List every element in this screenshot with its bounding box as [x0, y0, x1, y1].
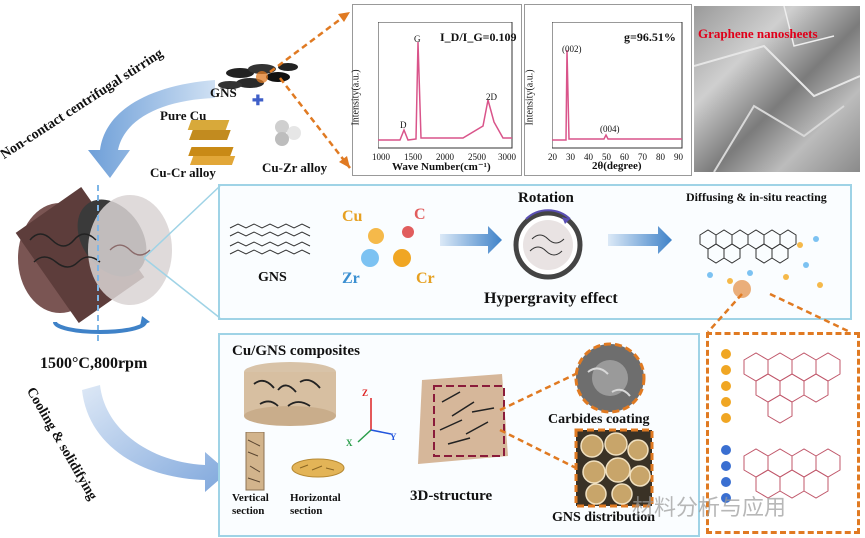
diffusing-label: Diffusing & in-situ reacting [686, 190, 827, 204]
xrd-tick: 60 [620, 152, 629, 162]
reaction-zoom-lines [707, 292, 851, 334]
3d-structure-icon [418, 374, 508, 464]
watermark: 材料分析与应用 [632, 496, 787, 521]
xrd-tick: 90 [674, 152, 683, 162]
xrd-tick: 30 [566, 152, 575, 162]
distribution-label: GNS distribution [552, 510, 656, 525]
composites-title: Cu/GNS composites [232, 343, 360, 359]
raman-tick: 3000 [498, 152, 516, 162]
cu-bars-icon [187, 120, 231, 140]
horizontal-section-icon [291, 458, 345, 478]
zoom-lines [143, 185, 221, 319]
mech-gns-label: GNS [258, 270, 287, 285]
pure-cu-label: Pure Cu [160, 108, 207, 123]
carbides-sem-icon [574, 342, 646, 414]
raman-peak-d: D [400, 120, 407, 130]
axis-y: Y [390, 432, 397, 442]
gns-flakes-icon [218, 63, 298, 89]
axis-x: X [346, 438, 353, 448]
carbides-label: Carbides coating [548, 412, 650, 427]
cucr-plates-icon [188, 147, 236, 165]
raman-xlabel: Wave Number(cm⁻¹) [392, 161, 491, 173]
cuzr-spheres-icon [275, 120, 301, 146]
xrd-ylabel: Intensity(a.u.) [524, 69, 536, 126]
xrd-tick: 20 [548, 152, 557, 162]
element-spheres [361, 226, 414, 267]
el-cu: Cu [342, 208, 363, 225]
link-arrows [269, 11, 351, 169]
gns-distribution-icon [574, 428, 654, 508]
raman-tick: 2500 [468, 152, 486, 162]
xrd-tick: 40 [584, 152, 593, 162]
gns-stack-icon [229, 223, 311, 255]
raw-materials: ✚ [187, 63, 301, 165]
reaction-network [699, 229, 823, 298]
raman-tick: 2000 [436, 152, 454, 162]
xrd-tick: 70 [638, 152, 647, 162]
raman-peak-2d: 2D [486, 92, 497, 102]
composite-cylinder [244, 362, 336, 426]
vertical-label: Vertical section [232, 492, 269, 517]
axis-z: Z [362, 388, 369, 398]
cuzr-label: Cu-Zr alloy [262, 160, 328, 175]
el-cr: Cr [416, 270, 435, 287]
crystal-structure-icon [721, 349, 841, 503]
xrd-peak-004: (004) [600, 124, 620, 134]
xrd-xlabel: 2θ(degree) [592, 160, 642, 172]
hypergravity-label: Hypergravity effect [484, 290, 618, 307]
raman-tick: 1500 [404, 152, 422, 162]
xrd-plot-area [552, 22, 683, 149]
vertical-section-icon [245, 432, 265, 491]
structure-label: 3D-structure [410, 488, 493, 504]
raman-chart [352, 4, 522, 176]
zoom-dash-arrows [499, 370, 581, 472]
xrd-tick: 50 [602, 152, 611, 162]
raman-tick: 1000 [372, 152, 390, 162]
cucr-label: Cu-Cr alloy [150, 165, 216, 180]
raman-plot-area [378, 22, 513, 149]
process-arrows [15, 80, 228, 492]
condition-label: 1500°C,800rpm [40, 355, 148, 372]
el-zr: Zr [342, 270, 360, 287]
raman-ylabel: Intensity(a.u.) [350, 69, 362, 126]
svg-text:✚: ✚ [252, 94, 264, 109]
xrd-tick: 80 [656, 152, 665, 162]
rotation-disc [513, 209, 583, 280]
raman-ratio: I_D/I_G=0.109 [440, 30, 517, 44]
gns-label: GNS [210, 85, 237, 100]
xrd-peak-002: (002) [562, 44, 582, 54]
rotation-label: Rotation [518, 190, 574, 206]
sem-label: Graphene nanosheets [698, 26, 818, 41]
mech-arrows [440, 226, 672, 254]
axes-icon [357, 398, 392, 443]
el-c: C [414, 206, 426, 223]
crucible-icon [15, 187, 172, 323]
raman-peak-g: G [414, 34, 421, 44]
horizontal-label: Horizontal section [290, 492, 341, 517]
xrd-g-label: g=96.51% [624, 30, 676, 44]
crystal-box [706, 332, 860, 534]
sem-image [693, 5, 861, 173]
